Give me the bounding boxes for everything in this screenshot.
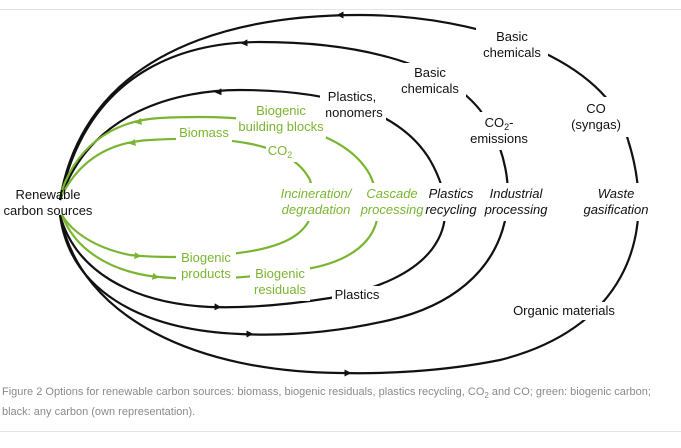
svg-text:CO2-: CO2- — [485, 115, 514, 132]
svg-text:Basic: Basic — [414, 65, 446, 80]
label-cascade-processing: Cascade processing — [360, 183, 425, 221]
loop-incineration-degradation-bottom-arc — [61, 214, 131, 257]
label-biogenic-residuals: Biogenic residuals — [250, 263, 310, 301]
svg-text:Biogenic: Biogenic — [255, 266, 305, 281]
svg-text:Incineration/: Incineration/ — [281, 186, 353, 201]
loop-waste-gasification-bottom-arc — [58, 214, 341, 375]
label-biogenic-building-blocks: Biogenic building blocks — [236, 100, 326, 138]
svg-text:Biomass: Biomass — [179, 125, 229, 140]
label-plastics-monomers: Plastics, monomers — [320, 86, 386, 124]
svg-text:Cascade: Cascade — [366, 186, 417, 201]
svg-text:Basic: Basic — [496, 29, 528, 44]
svg-text:degradation: degradation — [282, 202, 351, 217]
svg-text:Plastics: Plastics — [335, 287, 380, 302]
svg-text:building blocks: building blocks — [238, 119, 324, 134]
bottom-divider — [0, 431, 681, 432]
svg-text:Biogenic: Biogenic — [181, 250, 231, 265]
loop-plastics-recycling-right-arc — [209, 159, 447, 309]
label-plastics: Plastics — [332, 286, 382, 304]
label-co-syngas: CO (syngas) — [560, 97, 630, 137]
label-waste-gasification: Waste gasification — [574, 183, 658, 221]
figure-caption: Figure 2 Options for renewable carbon so… — [2, 384, 678, 421]
caption-prefix: Figure 2 Options for renewable carbon so… — [2, 386, 485, 398]
svg-text:residuals: residuals — [254, 282, 307, 297]
loop-cascade-processing-top-arc — [60, 115, 371, 191]
svg-text:Plastics,: Plastics, — [328, 89, 376, 104]
loop-industrial-processing-right-arc — [239, 109, 509, 336]
label-biomass: Biomass — [176, 124, 232, 142]
label-plastics-recycling: Plastics recycling — [424, 183, 478, 221]
label-organic-materials: Organic materials — [510, 302, 620, 320]
carbon-cycle-diagram: Renewable carbon sources Basic chemicals… — [3, 11, 658, 377]
svg-text:(syngas): (syngas) — [571, 117, 621, 132]
svg-text:Renewable: Renewable — [15, 187, 80, 202]
label-co2-emissions: CO2- emissions — [464, 112, 534, 150]
label-co2: CO2 — [266, 142, 298, 162]
svg-text:recycling: recycling — [425, 202, 477, 217]
label-incineration-degradation: Incineration/ degradation — [280, 183, 353, 221]
svg-text:processing: processing — [360, 202, 425, 217]
svg-text:Industrial: Industrial — [490, 186, 544, 201]
svg-text:monomers: monomers — [321, 105, 383, 120]
label-basic-chemicals-outer: Basic chemicals — [476, 24, 548, 64]
svg-text:chemicals: chemicals — [401, 81, 459, 96]
svg-text:products: products — [181, 266, 231, 281]
svg-text:Organic materials: Organic materials — [513, 303, 615, 318]
svg-text:Waste: Waste — [598, 186, 635, 201]
label-basic-chemicals-inner: Basic chemicals — [394, 63, 466, 101]
top-divider — [0, 9, 681, 10]
loop-industrial-processing-bottom-arc — [58, 214, 241, 336]
svg-text:Plastics: Plastics — [429, 186, 474, 201]
loop-plastics-recycling-bottom-arc — [58, 214, 211, 309]
svg-text:carbon sources: carbon sources — [4, 203, 93, 218]
svg-text:Biogenic: Biogenic — [256, 103, 306, 118]
caption-suffix: and CO; green: biogenic carbon; black: a… — [2, 386, 651, 419]
svg-text:chemicals: chemicals — [483, 45, 541, 60]
label-biogenic-products: Biogenic products — [176, 248, 236, 286]
svg-text:processing: processing — [484, 202, 549, 217]
svg-text:CO2: CO2 — [268, 143, 293, 160]
center-node-label: Renewable carbon sources — [4, 187, 93, 218]
svg-text:emissions: emissions — [470, 131, 528, 146]
caption-subscript: 2 — [484, 391, 489, 401]
svg-text:gasification: gasification — [583, 202, 648, 217]
label-industrial-processing: Industrial processing — [482, 183, 554, 221]
loop-waste-gasification-top-arc — [58, 13, 630, 201]
loop-cascade-processing-bottom-arc — [60, 214, 151, 278]
svg-text:CO: CO — [586, 101, 606, 116]
